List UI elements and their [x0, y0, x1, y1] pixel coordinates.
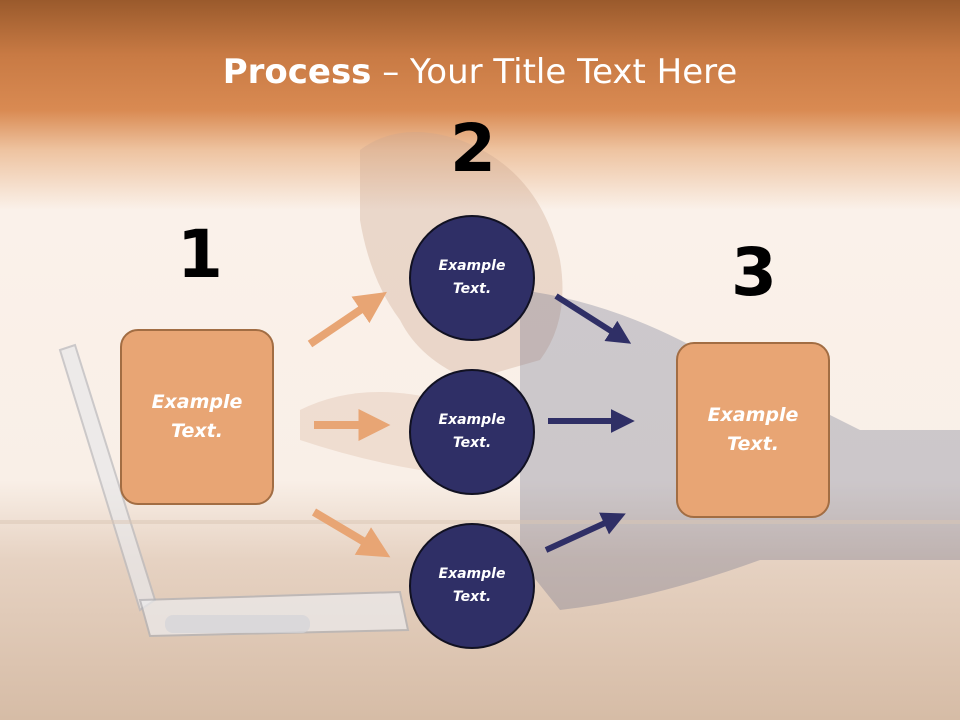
- arrow-box1-to-circle1: [307, 291, 387, 348]
- arrow-box1-to-circle3: [311, 508, 391, 558]
- circle-middle-text: Example Text.: [438, 412, 506, 451]
- title-rest: – Your Title Text Here: [371, 52, 738, 92]
- step-2-circle-top: Example Text.: [409, 215, 535, 341]
- step-number-1: 1: [177, 216, 223, 293]
- step-1-box-text: Example Text.: [151, 391, 243, 442]
- circle-bottom-text: Example Text.: [438, 566, 506, 605]
- arrow-circle1-to-box3: [554, 293, 632, 344]
- step-2-circle-bottom: Example Text.: [409, 523, 535, 649]
- step-number-2: 2: [450, 110, 496, 187]
- circle-top-text: Example Text.: [438, 258, 506, 297]
- step-1-box: Example Text.: [120, 329, 274, 505]
- slide-title: Process – Your Title Text Here: [0, 52, 960, 92]
- title-bold: Process: [222, 52, 372, 92]
- step-2-circle-middle: Example Text.: [409, 369, 535, 495]
- arrow-circle3-to-box3: [544, 512, 626, 553]
- step-number-3: 3: [731, 234, 777, 311]
- step-3-box-text: Example Text.: [707, 404, 799, 455]
- step-3-box: Example Text.: [676, 342, 830, 518]
